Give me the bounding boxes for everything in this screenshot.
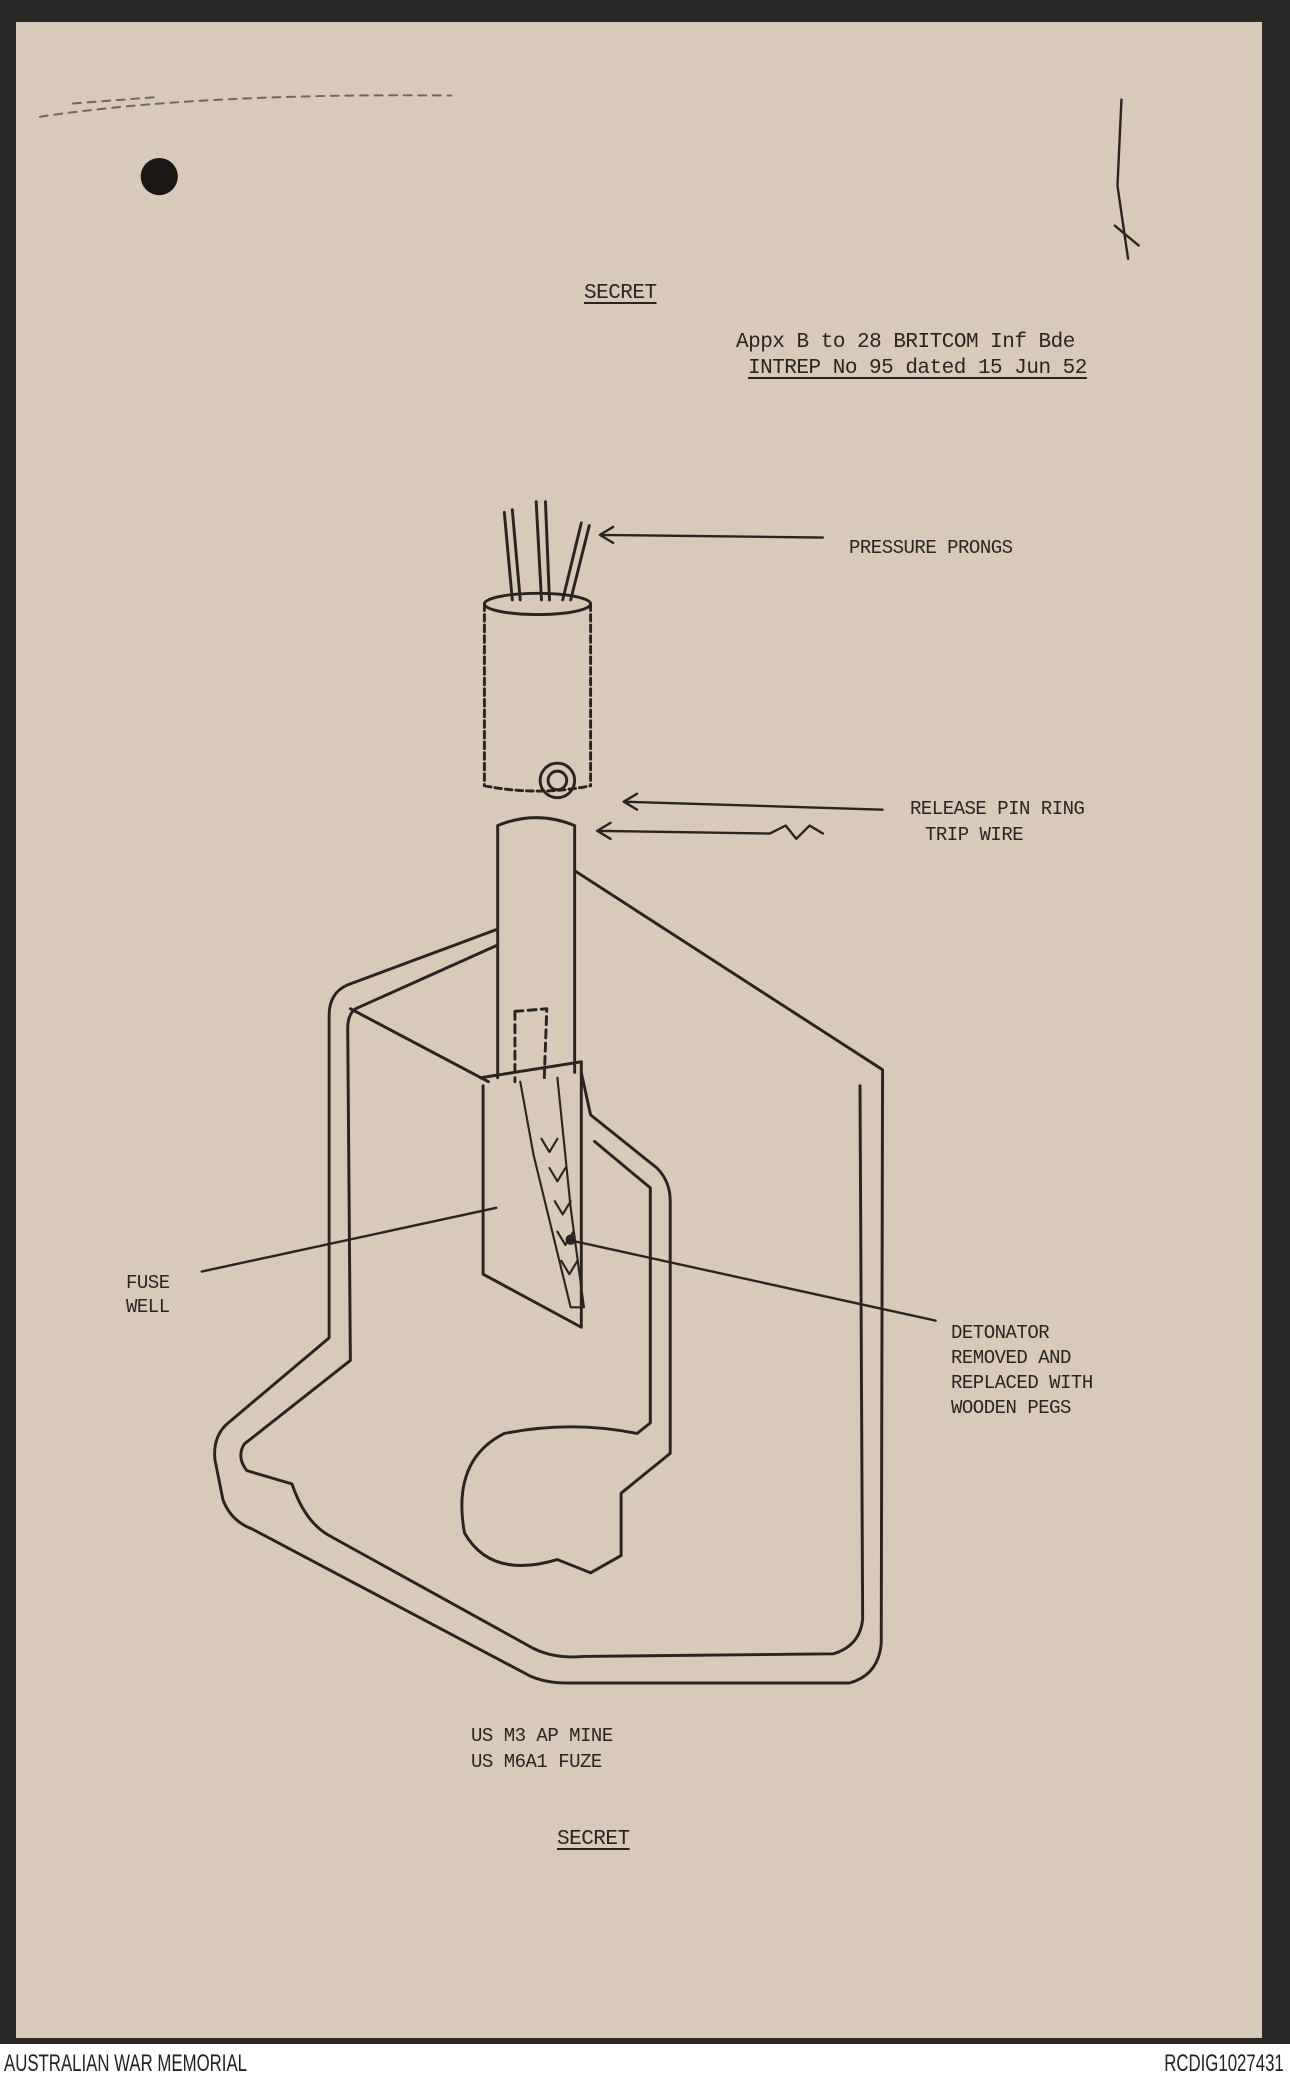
footer-record-id: RCDIG1027431 xyxy=(1164,2050,1284,2077)
label-detonator-line3: REPLACED WITH xyxy=(951,1372,1093,1394)
label-fuse-well-line2: WELL xyxy=(126,1296,170,1318)
pressure-prongs xyxy=(502,500,591,602)
leader-lines xyxy=(200,525,937,1322)
leader-detonator xyxy=(572,1239,937,1322)
footer: AUSTRALIAN WAR MEMORIAL RCDIG1027431 xyxy=(0,2044,1290,2082)
leader-fuse-well xyxy=(200,1206,498,1273)
arrow-trip-wire xyxy=(596,821,825,841)
classification-top: SECRET xyxy=(584,282,657,305)
label-release-pin-ring: RELEASE PIN RING xyxy=(910,798,1085,820)
arrow-pressure-prongs xyxy=(598,525,825,545)
footer-institution: AUSTRALIAN WAR MEMORIAL xyxy=(4,2050,248,2077)
label-fuse-well-line1: FUSE xyxy=(126,1272,170,1294)
reference-line-2: INTREP No 95 dated 15 Jun 52 xyxy=(748,357,1087,380)
classification-bottom: SECRET xyxy=(557,1828,630,1851)
label-pressure-prongs: PRESSURE PRONGS xyxy=(849,537,1013,559)
label-trip-wire: TRIP WIRE xyxy=(925,824,1024,846)
arrow-release-pin-ring xyxy=(622,792,884,811)
reference-line-1: Appx B to 28 BRITCOM Inf Bde xyxy=(736,331,1075,354)
pen-mark xyxy=(38,94,453,118)
mine-body xyxy=(213,869,885,1685)
label-detonator-line1: DETONATOR xyxy=(951,1322,1050,1344)
label-detonator-line2: REMOVED AND xyxy=(951,1347,1071,1369)
punch-hole xyxy=(140,157,178,196)
label-detonator-line4: WOODEN PEGS xyxy=(951,1397,1071,1419)
initial-mark xyxy=(1113,98,1140,261)
release-pin-ring xyxy=(538,761,577,800)
caption-line1: US M3 AP MINE xyxy=(471,1725,613,1747)
fuze-body xyxy=(482,591,593,1084)
paper-sheet xyxy=(16,22,1262,2038)
caption-line2: US M6A1 FUZE xyxy=(471,1751,602,1773)
